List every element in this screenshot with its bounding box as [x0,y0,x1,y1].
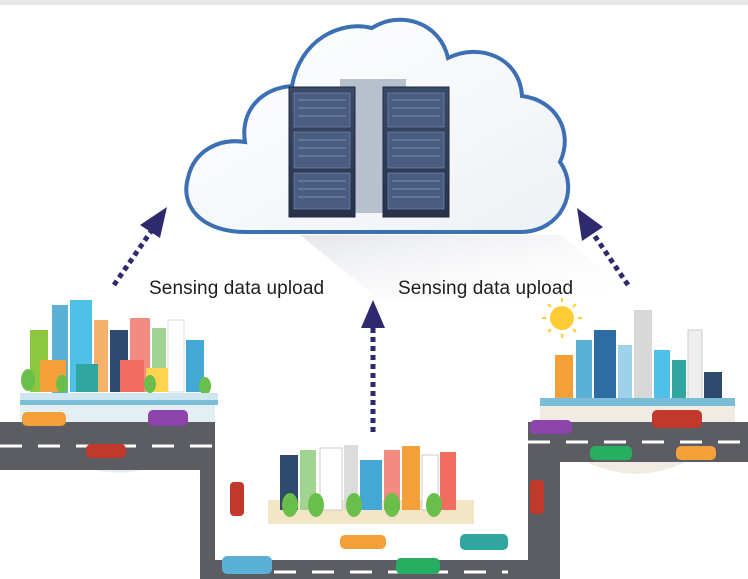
upload-label-left: Sensing data upload [149,278,325,299]
upload-arrowhead-right [577,208,603,241]
city-center [268,445,474,524]
upload-label-right: Sensing data upload [398,278,574,299]
upload-arrowhead-center [361,300,385,328]
upload-arrow-left [111,228,155,287]
top-border [0,0,748,5]
server-rack-icon [288,79,450,218]
cloud-shadow [300,235,640,300]
car-icon [22,410,716,574]
sun-icon [550,306,574,330]
upload-arrow-right [589,230,631,287]
upload-arrowhead-left [140,207,167,238]
